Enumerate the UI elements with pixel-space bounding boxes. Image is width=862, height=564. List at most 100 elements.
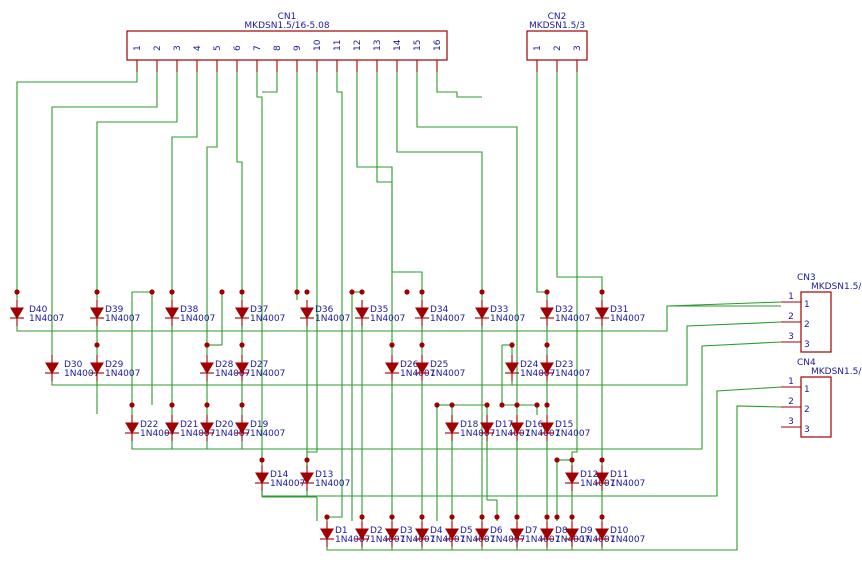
junction-dot bbox=[204, 342, 210, 348]
diode-body bbox=[255, 472, 269, 485]
diode-body bbox=[445, 528, 459, 541]
diode-body bbox=[540, 307, 554, 320]
diode-value: 1N4007 bbox=[555, 314, 590, 324]
diode-body bbox=[595, 472, 609, 485]
cn2-pin-number: 1 bbox=[533, 45, 543, 51]
cn3-value: MKDSN1.5/3 bbox=[811, 282, 862, 292]
diode-ref: D23 bbox=[555, 360, 573, 370]
diode-ref: D10 bbox=[610, 526, 629, 536]
cn4-pin-label: 1 bbox=[804, 385, 810, 395]
junction-dot bbox=[544, 402, 550, 408]
junction-dot bbox=[404, 289, 410, 295]
diode-body bbox=[475, 528, 489, 541]
diode-value: 1N4007 bbox=[555, 535, 590, 545]
diode-body bbox=[235, 362, 249, 375]
cn1-pin-number: 3 bbox=[173, 45, 183, 51]
net-wire bbox=[556, 72, 603, 300]
diode-value: 1N4007 bbox=[215, 369, 250, 379]
diode-body bbox=[415, 528, 429, 541]
diode-value: 1N4007 bbox=[460, 535, 495, 545]
junction-dot bbox=[239, 289, 245, 295]
diode-body bbox=[540, 362, 554, 375]
cn3-pin-label: 2 bbox=[804, 320, 810, 330]
diode-ref: D3 bbox=[400, 526, 413, 536]
diode-ref: D34 bbox=[430, 305, 449, 315]
junction-dot bbox=[219, 289, 225, 295]
diode-ref: D18 bbox=[460, 420, 479, 430]
cn1-pin-number: 9 bbox=[293, 45, 303, 51]
junction-dot bbox=[239, 402, 245, 408]
net-wire bbox=[396, 72, 483, 300]
diode-ref: D20 bbox=[215, 420, 234, 430]
junction-dot bbox=[554, 457, 560, 463]
junction-dot bbox=[239, 342, 245, 348]
bus-cn4-1 bbox=[261, 386, 782, 497]
cn3-pin-number: 1 bbox=[788, 292, 794, 302]
diode-ref: D31 bbox=[610, 305, 628, 315]
net-wire bbox=[326, 72, 343, 521]
net-wire bbox=[306, 72, 318, 465]
diode-value: 1N4007 bbox=[105, 369, 140, 379]
diode-value: 1N4007 bbox=[430, 314, 465, 324]
diode-ref: D27 bbox=[250, 360, 268, 370]
diode-body bbox=[355, 307, 369, 320]
diode-value: 1N4007 bbox=[250, 314, 285, 324]
junction-dot bbox=[304, 289, 310, 295]
bus-cn3-2 bbox=[51, 321, 782, 386]
diode-value: 1N4007 bbox=[610, 314, 645, 324]
diode-body bbox=[200, 422, 214, 435]
diode-body bbox=[565, 528, 579, 541]
diode-body bbox=[320, 528, 334, 541]
cn3-pin-number: 2 bbox=[788, 312, 794, 322]
diode-body bbox=[445, 422, 459, 435]
diode-body bbox=[565, 472, 579, 485]
diode-value: 1N4007 bbox=[610, 535, 645, 545]
diode-ref: D25 bbox=[430, 360, 448, 370]
diode-value: 1N4007 bbox=[140, 429, 175, 439]
diode-body bbox=[355, 528, 369, 541]
cn1-pin-number: 5 bbox=[213, 45, 223, 51]
junction-dot bbox=[514, 402, 520, 408]
diode-value: 1N4007 bbox=[64, 369, 99, 379]
cn1-pin-number: 16 bbox=[433, 39, 443, 51]
junction-dot bbox=[94, 342, 100, 348]
net-wire bbox=[571, 72, 578, 465]
junction-dot bbox=[534, 402, 540, 408]
diode-ref: D15 bbox=[555, 420, 573, 430]
cn1-pin-number: 14 bbox=[393, 39, 403, 51]
diode-body bbox=[45, 362, 59, 375]
diode-body bbox=[510, 528, 524, 541]
bus-cn3-3 bbox=[131, 341, 782, 450]
junction-dot bbox=[129, 402, 135, 408]
diode-ref: D30 bbox=[64, 360, 83, 370]
cn4-pin-label: 3 bbox=[804, 425, 810, 435]
junction-dot bbox=[359, 289, 365, 295]
diode-ref: D16 bbox=[525, 420, 544, 430]
cn4-pin-number: 2 bbox=[788, 397, 794, 407]
diode-value: 1N4007 bbox=[180, 314, 215, 324]
diode-ref: D1 bbox=[335, 526, 348, 536]
diode-body bbox=[595, 528, 609, 541]
junction-dot bbox=[599, 289, 605, 295]
diode-value: 1N4007 bbox=[555, 429, 590, 439]
cn2-ref: CN2 bbox=[548, 12, 567, 22]
cn2-pin-number: 3 bbox=[573, 45, 583, 51]
diode-value: 1N4007 bbox=[180, 429, 215, 439]
diode-body bbox=[90, 362, 104, 375]
net-wire bbox=[376, 72, 423, 300]
net-wire bbox=[171, 72, 198, 300]
